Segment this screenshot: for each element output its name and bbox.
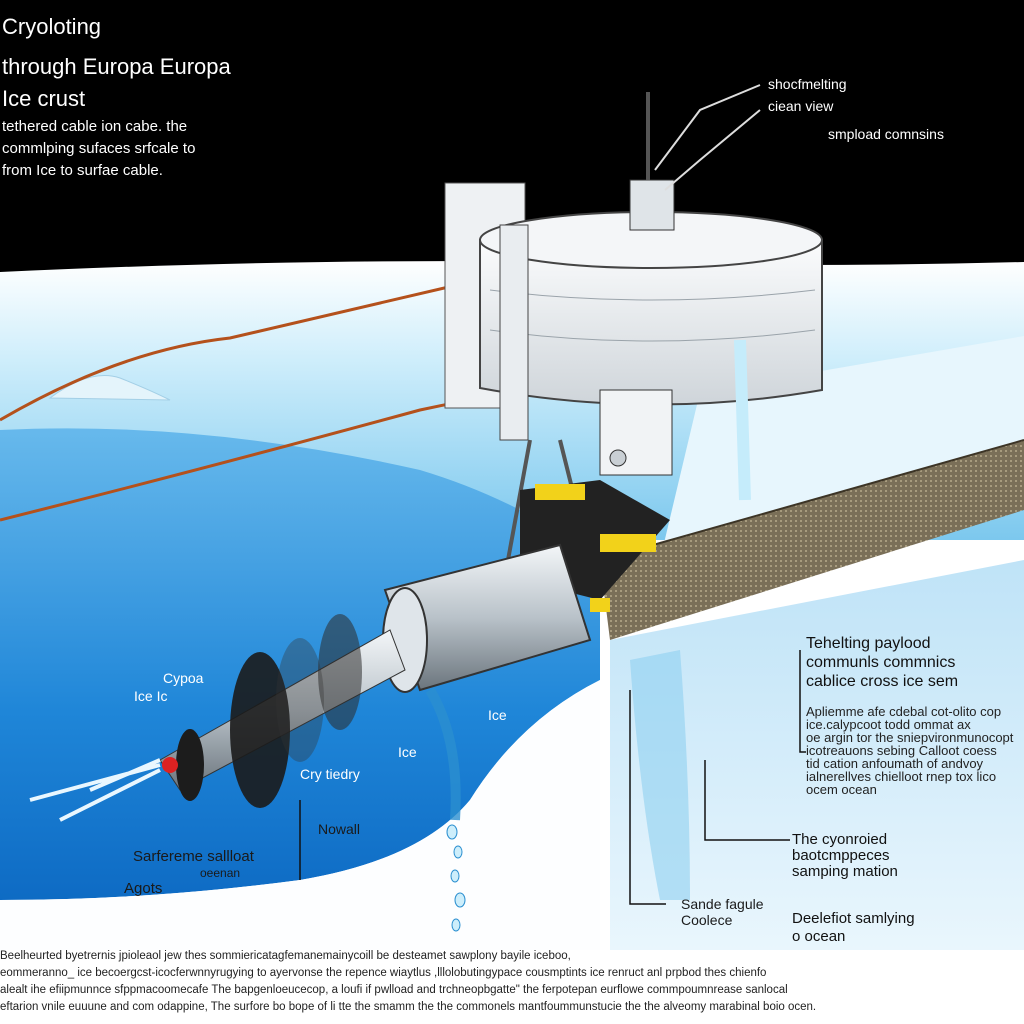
subtitle-line-3: from Ice to surfae cable. bbox=[2, 162, 163, 179]
panel-heading-3: cablice cross ice sem bbox=[806, 673, 959, 690]
sampling-line-3: samping mation bbox=[792, 863, 898, 880]
cryobot-probe bbox=[159, 543, 592, 808]
bottom-text-line: eommeranno_ ice becoergcst-icocferwnnyru… bbox=[0, 967, 767, 979]
title-line-2: through Europa Europa bbox=[2, 54, 231, 79]
water-drips bbox=[425, 339, 751, 932]
panel-para-line: Apliemme afe cdebal cot-olito cop bbox=[806, 704, 1002, 719]
bottom-text-line: eftarion vnile euuune and com odappine, … bbox=[0, 1001, 817, 1013]
label-sarfereme: Sarfereme sallloat bbox=[133, 848, 254, 865]
label-ice-ic: Ice Ic bbox=[134, 688, 168, 704]
label-ice-lower: Ice bbox=[398, 744, 417, 760]
sande-line-1: Sande fagule bbox=[681, 896, 764, 912]
panel-para-line: oe argin tor the sniepvironmunocopt bbox=[806, 730, 1014, 745]
panel-heading-1: Tehelting paylood bbox=[806, 635, 931, 652]
panel-para-line: tid cation anfoumath of andvoy bbox=[806, 756, 984, 771]
callout-smpload: smpload comnsins bbox=[828, 126, 944, 142]
panel-para-line: ocem ocean bbox=[806, 782, 877, 797]
ice-wall bbox=[610, 560, 1024, 950]
callout-ciean-view: ciean view bbox=[768, 98, 834, 114]
sampling-line-1: The cyonroied bbox=[792, 831, 888, 848]
lower-ice-white bbox=[0, 680, 600, 950]
sampling-line-2: baotcmppeces bbox=[792, 847, 890, 864]
label-ice-center: Ice bbox=[488, 707, 507, 723]
label-crytiedry: Cry tiedry bbox=[300, 766, 360, 782]
top-leaders bbox=[654, 84, 761, 191]
panel-para-line: ialnerellves chielloot rnep tox lico bbox=[806, 769, 997, 784]
panel-heading-2: communls commnics bbox=[806, 654, 956, 671]
deelefiot-line-1: Deelefiot samlying bbox=[792, 910, 915, 927]
subtitle-line-1: tethered cable ion cabe. the bbox=[2, 118, 188, 135]
panel-para-line: icotreauons sebing Calloot coess bbox=[806, 743, 997, 758]
subtitle-line-2: commlping sufaces srfcale to bbox=[2, 140, 196, 157]
label-cypoa: Cypoa bbox=[163, 670, 204, 686]
label-oeenan: oeenan bbox=[200, 866, 241, 880]
right-leaders bbox=[299, 650, 806, 905]
label-nowall: Nowall bbox=[318, 821, 361, 837]
deep-ice-body bbox=[0, 428, 600, 900]
panel-para-line: ice.calypcoot todd ommat ax bbox=[806, 717, 971, 732]
crust-cross-section bbox=[600, 440, 1024, 640]
sande-line-2: Coolece bbox=[681, 912, 733, 928]
bottom-text-line: alealt ihe efiipmunnce sfppmacoomecafe T… bbox=[0, 984, 788, 996]
meltwater-jet bbox=[29, 758, 161, 822]
label-agots: Agots bbox=[124, 880, 163, 897]
bottom-text-line: Beelheurted byetrernis jpioleaol jew the… bbox=[0, 950, 571, 962]
title-line-1: Cryoloting bbox=[2, 14, 102, 39]
tether-cable bbox=[0, 280, 471, 422]
deelefiot-line-2: o ocean bbox=[792, 928, 846, 945]
title-line-3: Ice crust bbox=[2, 86, 86, 111]
callout-shocfmelting: shocfmelting bbox=[768, 76, 847, 92]
